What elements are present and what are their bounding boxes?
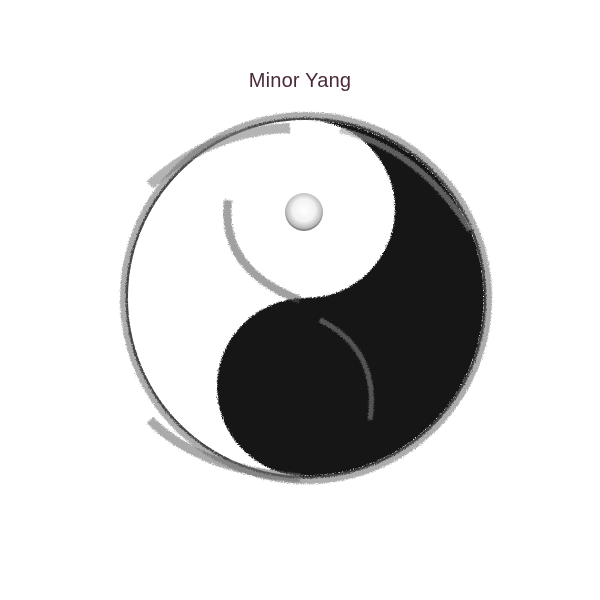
brush-ring	[120, 112, 492, 484]
callout	[266, 120, 342, 252]
label-text: Minor Yang	[248, 70, 352, 92]
yin-dot	[260, 370, 304, 414]
brush-streaks	[146, 123, 473, 483]
yang-dot	[285, 193, 323, 231]
callout-circle	[266, 176, 342, 252]
annotation-label: Minor Yang	[0, 70, 600, 93]
